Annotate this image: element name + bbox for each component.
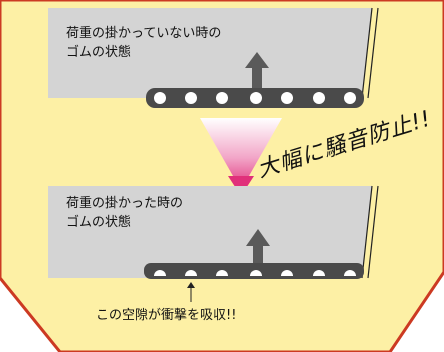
bottom-rubber-plate xyxy=(48,186,372,278)
gap-absorption-note: この空隙が衝撃を吸収!! xyxy=(96,308,237,323)
bottom-diagram xyxy=(48,185,379,302)
top-up-arrow xyxy=(245,52,269,89)
top-diagram xyxy=(48,7,379,108)
bottom-belt-holes xyxy=(154,270,356,276)
top-belt-holes xyxy=(154,92,356,104)
bottom-caption-line1: 荷重の掛かった時の xyxy=(66,196,184,211)
top-caption-line1: 荷重の掛かっていない時の xyxy=(66,26,222,41)
bottom-up-arrow xyxy=(246,229,270,265)
compression-funnel xyxy=(200,118,282,190)
top-rubber-plate xyxy=(48,8,372,98)
gap-pointer-arrow xyxy=(187,282,195,302)
bottom-caption-line2: ゴムの状態 xyxy=(66,215,132,230)
top-caption-line2: ゴムの状態 xyxy=(66,45,132,60)
